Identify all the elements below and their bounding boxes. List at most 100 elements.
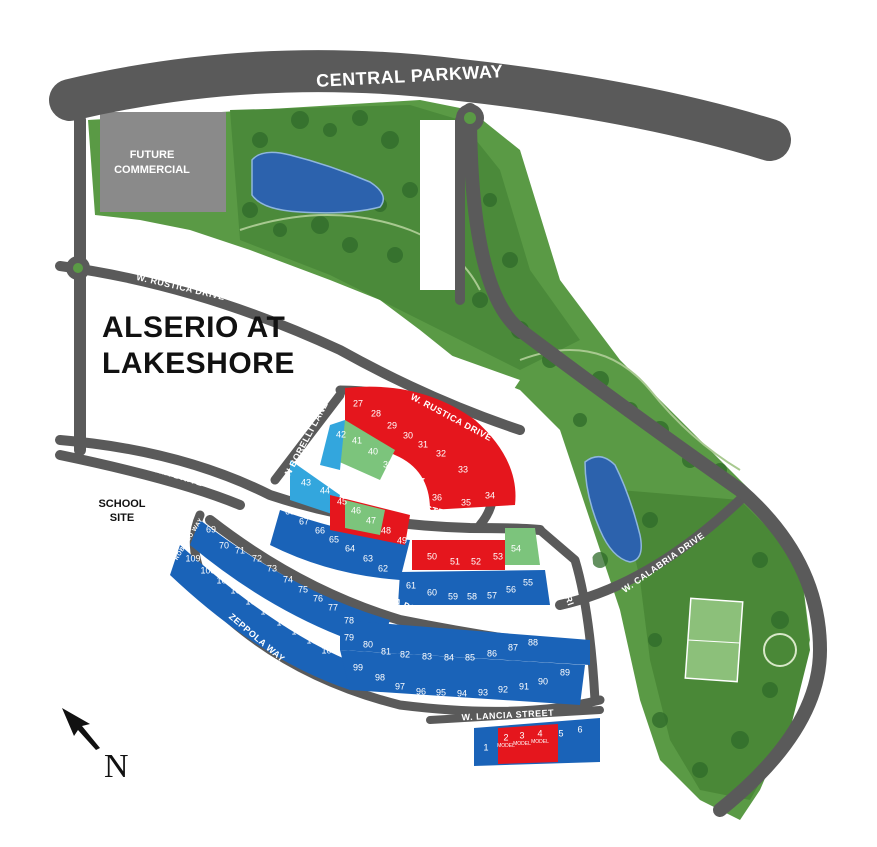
lot-52-label[interactable]: 52 — [471, 556, 481, 566]
lot-blocks — [170, 386, 600, 766]
lot-73-label[interactable]: 73 — [267, 563, 277, 573]
lot-109-label[interactable]: 109 — [185, 553, 200, 563]
lot-38-label[interactable]: 38 — [398, 470, 408, 480]
lot-82-label[interactable]: 82 — [400, 649, 410, 659]
lot-77-label[interactable]: 77 — [328, 602, 338, 612]
lot-98-label[interactable]: 98 — [375, 672, 385, 682]
lot-4-label[interactable]: 4 — [537, 728, 542, 738]
lot-3-label[interactable]: 3 — [519, 730, 524, 740]
lot-65-label[interactable]: 65 — [329, 534, 339, 544]
community-title: ALSERIO AT LAKESHORE — [102, 310, 295, 382]
lot-46-label[interactable]: 46 — [351, 505, 361, 515]
lot-67-label[interactable]: 67 — [299, 516, 309, 526]
lot-50-label[interactable]: 50 — [427, 551, 437, 561]
lot-49-label[interactable]: 49 — [397, 535, 407, 545]
lot-95-label[interactable]: 95 — [436, 687, 446, 697]
rustica-road — [55, 261, 525, 435]
lot-51-label[interactable]: 51 — [450, 556, 460, 566]
lot-59-label[interactable]: 59 — [448, 591, 458, 601]
lot-28-label[interactable]: 28 — [371, 408, 381, 418]
lot-100-label[interactable]: 100 — [321, 645, 336, 655]
lot-70-label[interactable]: 70 — [219, 540, 229, 550]
lot-48-label[interactable]: 48 — [381, 525, 391, 535]
lot-107-label[interactable]: 107 — [216, 575, 231, 585]
lot-83-label[interactable]: 83 — [422, 651, 432, 661]
lot-5-label[interactable]: 5 — [558, 728, 563, 738]
lot-102-label[interactable]: 102 — [291, 626, 306, 636]
lot-1-label[interactable]: 1 — [483, 742, 488, 752]
lot-71-label[interactable]: 71 — [235, 545, 245, 555]
lot-106-label[interactable]: 106 — [230, 585, 245, 595]
lot-104-label[interactable]: 104 — [260, 606, 275, 616]
lot-85-label[interactable]: 85 — [465, 652, 475, 662]
lot-63-label[interactable]: 63 — [363, 553, 373, 563]
lot-29-label[interactable]: 29 — [387, 420, 397, 430]
lot-57-label[interactable]: 57 — [487, 590, 497, 600]
lot-91-label[interactable]: 91 — [519, 681, 529, 691]
lot-37-label[interactable]: 37 — [415, 476, 425, 486]
lot-97-label[interactable]: 97 — [395, 681, 405, 691]
north-lake — [251, 151, 385, 214]
lot-36-label[interactable]: 36 — [432, 492, 442, 502]
lot-58-label[interactable]: 58 — [467, 591, 477, 601]
lot-41-label[interactable]: 41 — [352, 435, 362, 445]
lot-6-label[interactable]: 6 — [577, 724, 582, 734]
lot-31-label[interactable]: 31 — [418, 439, 428, 449]
lot-53-label[interactable]: 53 — [493, 551, 503, 561]
lot-60-label[interactable]: 60 — [427, 587, 437, 597]
school-site-line1: SCHOOL — [98, 498, 146, 510]
lot-92-label[interactable]: 92 — [498, 684, 508, 694]
lot-34-label[interactable]: 34 — [485, 490, 495, 500]
lot-27-label[interactable]: 27 — [353, 398, 363, 408]
lot-99-label[interactable]: 99 — [353, 662, 363, 672]
model-home-tag: MODEL — [497, 743, 515, 749]
lot-96-label[interactable]: 96 — [416, 686, 426, 696]
lot-61-label[interactable]: 61 — [406, 580, 416, 590]
lot-45-label[interactable]: 45 — [337, 496, 347, 506]
lot-76-label[interactable]: 76 — [313, 593, 323, 603]
lot-30-label[interactable]: 30 — [403, 430, 413, 440]
lot-33-label[interactable]: 33 — [458, 464, 468, 474]
lot-64-label[interactable]: 64 — [345, 543, 355, 553]
lot-44-label[interactable]: 44 — [320, 485, 330, 495]
lot-32-label[interactable]: 32 — [436, 448, 446, 458]
community-title-line2: LAKESHORE — [102, 347, 295, 380]
lot-86-label[interactable]: 86 — [487, 648, 497, 658]
lot-56-label[interactable]: 56 — [506, 584, 516, 594]
lot-2-label[interactable]: 2 — [503, 732, 508, 742]
lot-80-label[interactable]: 80 — [363, 639, 373, 649]
lot-43-label[interactable]: 43 — [301, 477, 311, 487]
lot-84-label[interactable]: 84 — [444, 652, 454, 662]
lot-90-label[interactable]: 90 — [538, 676, 548, 686]
lot-39-label[interactable]: 39 — [383, 459, 393, 469]
lot-87-label[interactable]: 87 — [508, 642, 518, 652]
lot-79-label[interactable]: 79 — [344, 632, 354, 642]
lot-42-label[interactable]: 42 — [336, 429, 346, 439]
lot-40-label[interactable]: 40 — [368, 446, 378, 456]
lot-72-label[interactable]: 72 — [252, 553, 262, 563]
lot-62-label[interactable]: 62 — [378, 563, 388, 573]
lot-101-label[interactable]: 101 — [306, 635, 321, 645]
lot-103-label[interactable]: 103 — [276, 617, 291, 627]
lot-47-label[interactable]: 47 — [366, 515, 376, 525]
lot-68-label[interactable]: 68 — [285, 506, 295, 516]
lot-94-label[interactable]: 94 — [457, 688, 467, 698]
lot-35-label[interactable]: 35 — [461, 497, 471, 507]
road-network — [49, 50, 827, 817]
lot-66-label[interactable]: 66 — [315, 525, 325, 535]
lot-54-label[interactable]: 54 — [511, 543, 521, 553]
lot-93-label[interactable]: 93 — [478, 687, 488, 697]
future-commercial-block — [100, 112, 226, 212]
lot-108-label[interactable]: 108 — [200, 565, 215, 575]
lancia-road — [426, 706, 604, 724]
lot-75-label[interactable]: 75 — [298, 584, 308, 594]
lot-69-label[interactable]: 69 — [206, 524, 216, 534]
lot-89-label[interactable]: 89 — [560, 667, 570, 677]
lot-55-label[interactable]: 55 — [523, 577, 533, 587]
lot-74-label[interactable]: 74 — [283, 574, 293, 584]
lot-78-label[interactable]: 78 — [344, 615, 354, 625]
lot-88-label[interactable]: 88 — [528, 637, 538, 647]
lot-105-label[interactable]: 105 — [245, 596, 260, 606]
lot-81-label[interactable]: 81 — [381, 646, 391, 656]
